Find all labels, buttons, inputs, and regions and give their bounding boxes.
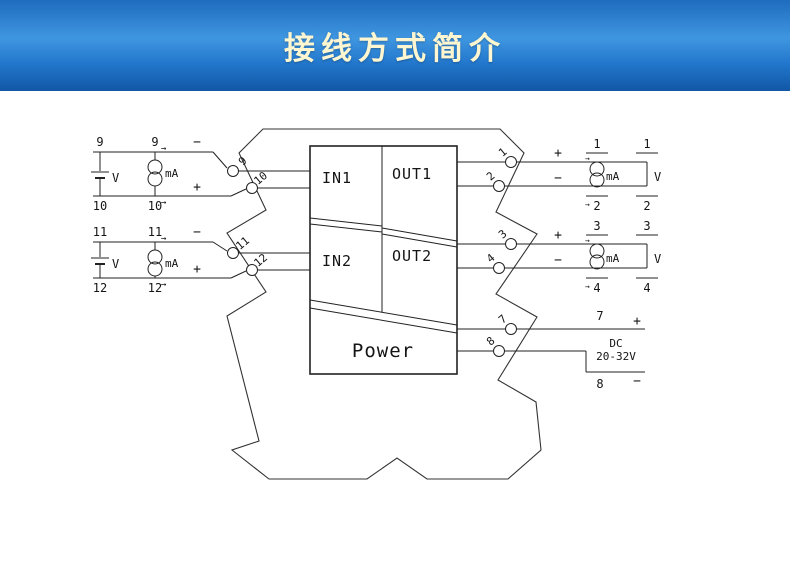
power-supply-group: 7 + DC 20-32V − 8 — [457, 309, 645, 391]
num-9: 9 — [96, 135, 103, 149]
current-arrow-icon: → — [161, 144, 167, 154]
num-8: 8 — [596, 377, 603, 391]
num-11: 11 — [148, 225, 162, 239]
num-12: 12 — [148, 281, 162, 295]
wire — [212, 151, 228, 169]
label-in1: IN1 — [322, 169, 352, 187]
header-banner: 接线方式简介 — [0, 0, 790, 91]
volt-label: V — [654, 170, 661, 184]
num-12: 12 — [93, 281, 107, 295]
label-in2: IN2 — [322, 252, 352, 270]
current-meter-icon — [589, 172, 605, 188]
terminal-circle-8 — [493, 345, 505, 357]
current-meter-icon — [589, 161, 605, 177]
terminal-circle-10 — [246, 182, 258, 194]
num-1: 1 — [643, 137, 650, 151]
left-input-group-1: − + V 9 10 mA 9 → 10 → — [91, 135, 310, 213]
current-arrow-icon: → — [161, 234, 167, 244]
page-title: 接线方式简介 — [284, 31, 506, 67]
terminal-circle-2 — [493, 180, 505, 192]
terminal-circle-4 — [493, 262, 505, 274]
num-1: 1 — [593, 137, 600, 151]
num-4: 4 — [593, 281, 600, 295]
current-arrow-icon: → — [585, 282, 590, 291]
plus-sign: + — [633, 314, 641, 329]
minus-sign: − — [554, 171, 562, 186]
dc-range-label: 20-32V — [596, 350, 636, 363]
num-4: 4 — [643, 281, 650, 295]
wire — [212, 241, 228, 252]
num-10: 10 — [93, 199, 107, 213]
num-3: 3 — [643, 219, 650, 233]
num-7: 7 — [596, 309, 603, 323]
plus-sign: + — [193, 180, 201, 195]
minus-sign: − — [633, 374, 641, 389]
volt-label: V — [654, 252, 661, 266]
terminal-number-labels: 9 10 11 12 1 2 3 4 7 8 — [233, 145, 509, 348]
num-2: 2 — [643, 199, 650, 213]
label-out2: OUT2 — [392, 247, 432, 265]
terminal-num-9: 9 — [236, 154, 249, 168]
terminal-circle-11 — [227, 247, 239, 259]
minus-sign: − — [193, 135, 201, 150]
left-input-group-2: − + V 11 12 mA 11 → 12 → — [91, 225, 310, 295]
current-source-icon — [147, 249, 163, 265]
label-power: Power — [352, 340, 414, 362]
current-meter-icon — [589, 254, 605, 270]
current-meter-icon — [589, 243, 605, 259]
current-arrow-icon: → — [585, 200, 590, 209]
dc-label: DC — [609, 337, 622, 350]
minus-sign: − — [193, 225, 201, 240]
terminal-circle-12 — [246, 264, 258, 276]
milliamp-label: mA — [606, 170, 620, 183]
volt-label: V — [112, 171, 119, 185]
minus-sign: − — [554, 253, 562, 268]
plus-sign: + — [554, 146, 562, 161]
terminal-circle-7 — [505, 323, 517, 335]
label-out1: OUT1 — [392, 165, 432, 183]
out-divider-line2 — [381, 233, 458, 248]
num-11: 11 — [93, 225, 107, 239]
terminal-circle-3 — [505, 238, 517, 250]
plus-sign: + — [554, 228, 562, 243]
terminal-circle-9 — [227, 165, 239, 177]
wire — [230, 270, 247, 279]
milliamp-label: mA — [606, 252, 620, 265]
milliamp-label: mA — [165, 257, 179, 270]
in-divider-line1 — [309, 217, 383, 227]
current-source-icon — [147, 159, 163, 175]
power-divider-line1 — [309, 299, 458, 326]
power-divider-line2 — [309, 307, 458, 334]
current-arrow-icon: → — [161, 198, 167, 208]
num-10: 10 — [148, 199, 162, 213]
plus-sign: + — [193, 262, 201, 277]
current-arrow-icon: → — [585, 236, 590, 245]
milliamp-label: mA — [165, 167, 179, 180]
num-9: 9 — [151, 135, 158, 149]
out-divider-line1 — [381, 227, 458, 242]
current-arrow-icon: → — [585, 154, 590, 163]
current-arrow-icon: → — [161, 280, 167, 290]
right-output-group-1: + − mA V 1 1 2 2 → → — [457, 137, 661, 213]
num-2: 2 — [593, 199, 600, 213]
module-box — [309, 145, 458, 375]
volt-label: V — [112, 257, 119, 271]
in-divider-line2 — [309, 223, 383, 233]
right-output-group-2: + − mA V 3 3 4 4 → → — [457, 219, 661, 295]
terminal-circle-1 — [505, 156, 517, 168]
num-3: 3 — [593, 219, 600, 233]
wire — [230, 188, 247, 197]
